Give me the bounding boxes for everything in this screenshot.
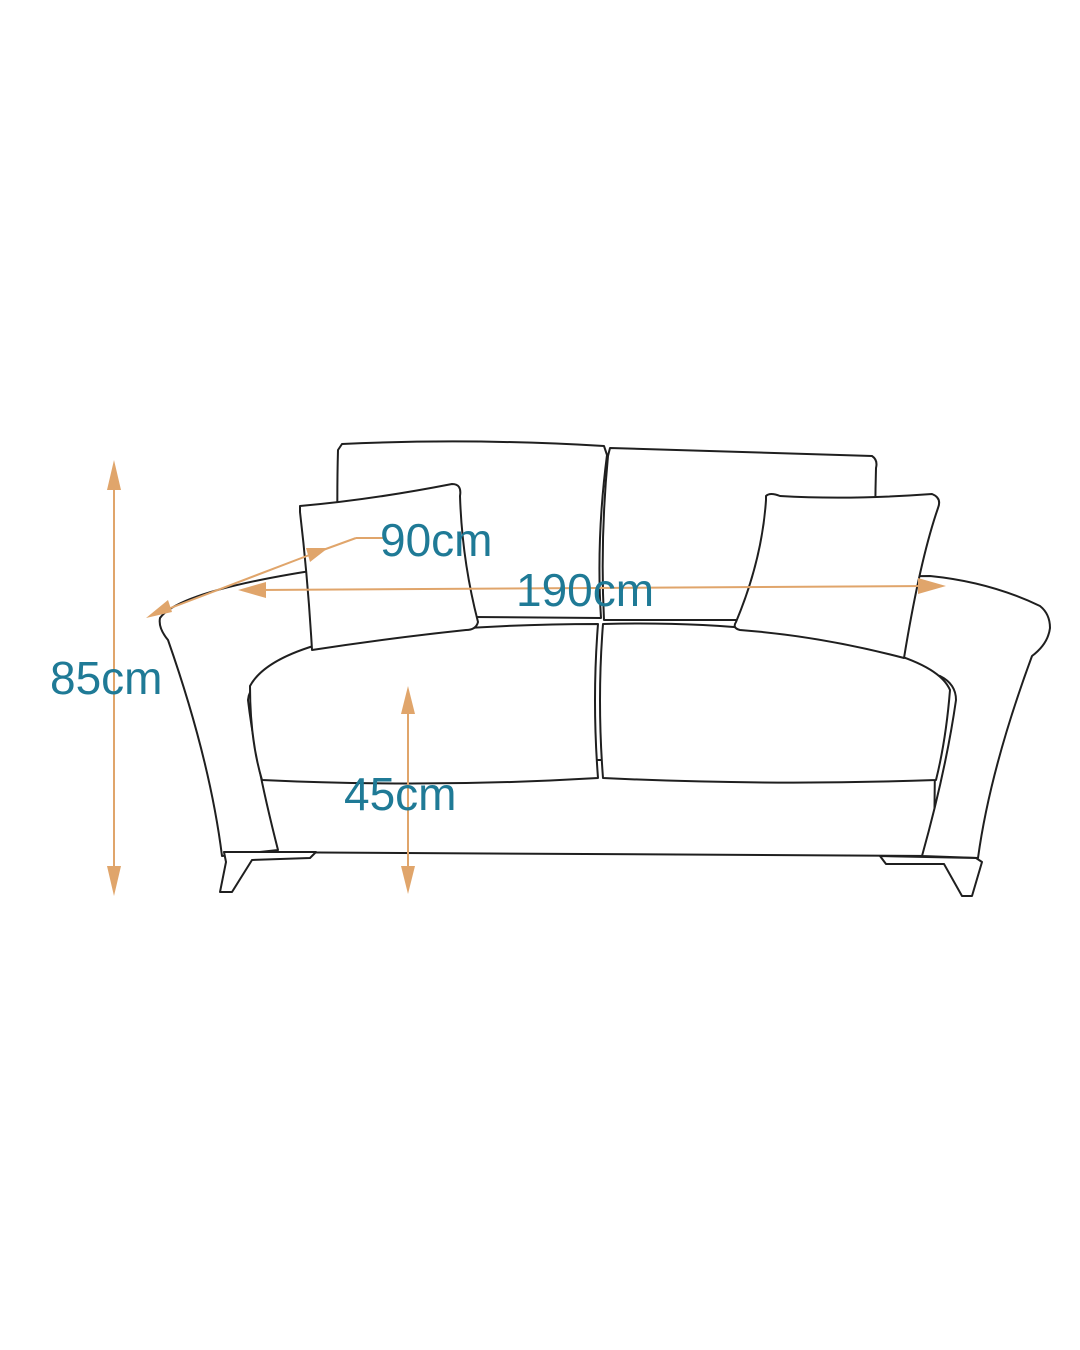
height-arrow-bottom xyxy=(107,866,121,896)
leg-left xyxy=(219,851,317,893)
depth-label: 90cm xyxy=(380,514,492,566)
width-label: 190cm xyxy=(516,564,654,616)
throw-pillow-right xyxy=(733,493,941,659)
height-label: 85cm xyxy=(50,652,162,704)
depth-leader-line xyxy=(311,537,357,555)
throw-pillow-left xyxy=(299,483,479,651)
width-arrow-right xyxy=(918,578,946,594)
dimension-arrows xyxy=(107,460,946,896)
dimension-labels: 85cm 90cm 190cm 45cm xyxy=(50,514,654,820)
depth-arrow-end xyxy=(306,548,328,562)
width-arrow-left xyxy=(238,582,266,598)
seat-height-arrow-top xyxy=(401,686,415,714)
seat-height-arrow-bottom xyxy=(401,866,415,894)
seat-height-label: 45cm xyxy=(344,768,456,820)
depth-arrow-start xyxy=(146,600,172,618)
width-arrow-line xyxy=(257,585,931,591)
leg-right xyxy=(879,855,983,897)
height-arrow-top xyxy=(107,460,121,490)
depth-arrow-line xyxy=(159,553,313,613)
sofa-illustration xyxy=(158,440,1051,897)
